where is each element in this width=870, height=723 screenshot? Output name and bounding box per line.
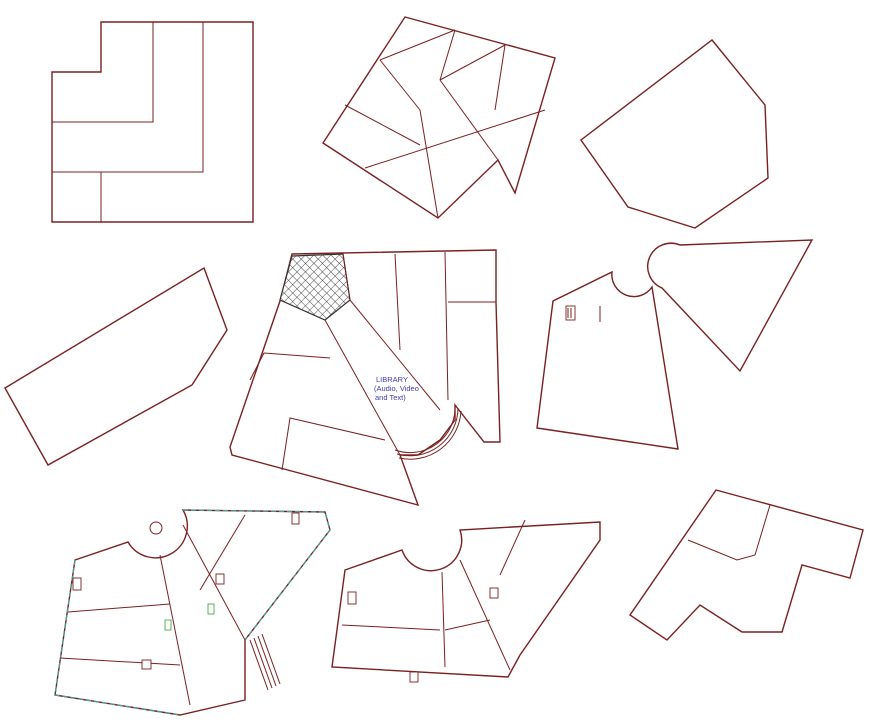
plan-l-shape xyxy=(51,21,254,223)
hatched-core-region xyxy=(279,253,351,321)
library-label-line-3: and Text) xyxy=(375,393,406,402)
core-circle-inner xyxy=(149,521,163,535)
fixture-symbol-green-1 xyxy=(207,603,215,615)
plan-hexagon xyxy=(580,39,769,229)
fixture-symbol-2 xyxy=(141,659,152,670)
fixture-symbol-4 xyxy=(215,573,225,585)
fixture-symbol-7 xyxy=(409,671,419,683)
library-label-line-2: (Audio, Video xyxy=(374,384,419,393)
plan-rotated-rooms xyxy=(322,16,556,219)
fixture-symbol-3 xyxy=(291,512,300,525)
plan-parallelogram xyxy=(4,266,228,466)
plan-library: LIBRARY (Audio, Video and Text) xyxy=(229,249,501,507)
plan-stepped xyxy=(629,489,864,641)
fixture-symbol-6 xyxy=(489,587,499,599)
library-label-line-1: LIBRARY xyxy=(376,375,408,384)
fixture-symbol-green-2 xyxy=(164,619,172,631)
plan-fan-shape xyxy=(331,519,601,683)
plan-split-notch xyxy=(536,239,814,450)
fixture-symbol-5 xyxy=(347,591,357,605)
plan-circular-core xyxy=(54,509,331,716)
fixture-symbol-1 xyxy=(72,577,82,591)
